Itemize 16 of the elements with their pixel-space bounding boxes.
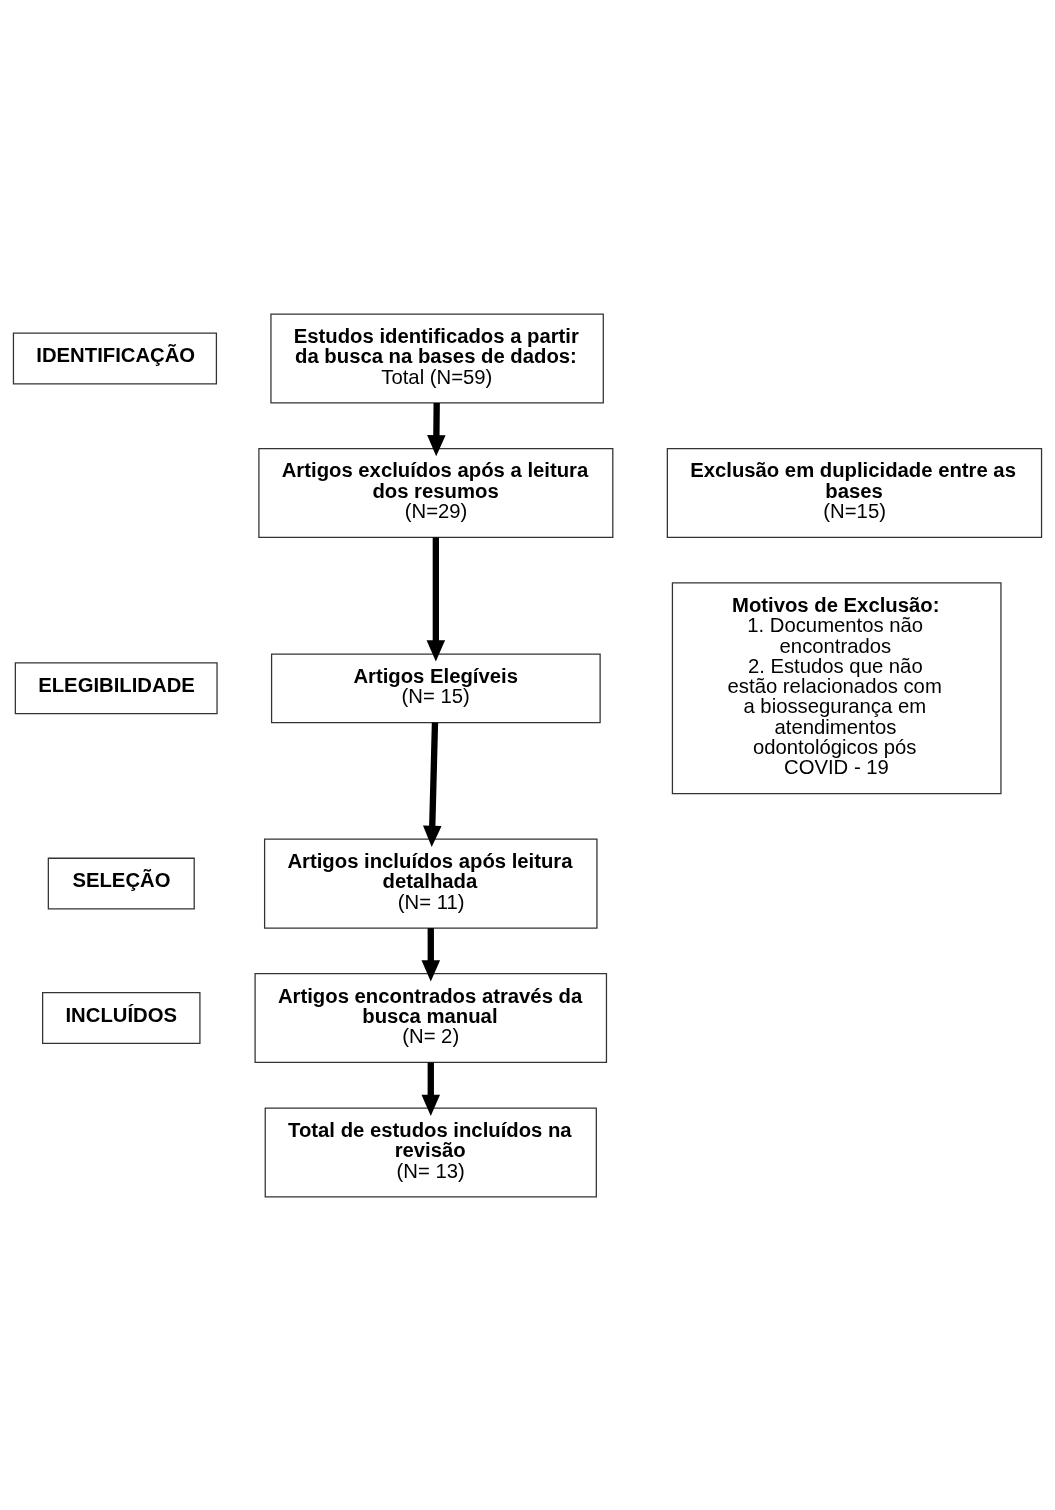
node-box: Exclusão em duplicidade entre as bases (N=15)	[666, 447, 1043, 538]
node-box: IDENTIFICAÇÃO	[12, 331, 218, 384]
node-box: Artigos incluídos após leitura detalhada (N= 11)	[263, 838, 598, 929]
node-box: Artigos Elegíveis (N= 15)	[270, 652, 601, 723]
node-box: Estudos identificados a partir da busca na bases de dados: Total (N=59)	[270, 312, 604, 403]
node-box: ELEGIBILIDADE	[14, 661, 218, 714]
node-box: INCLUÍDOS	[42, 991, 201, 1044]
arrow	[423, 722, 442, 847]
node-box: SELEÇÃO	[47, 857, 195, 910]
node-box: Motivos de Exclusão: 1. Documentos não encontrados 2. Estudos que não estão relacionados com a biossegurança em atendimentos odontológicos pós COVID - 19	[671, 581, 1002, 794]
node-box: Artigos encontrados através da busca manual (N= 2)	[254, 972, 608, 1063]
arrow	[427, 402, 446, 456]
arrow	[426, 536, 446, 661]
node-box: Total de estudos incluídos na revisão (N= 13)	[264, 1107, 597, 1198]
node-box: Artigos excluídos após a leitura dos resumos (N=29)	[258, 447, 614, 538]
arrow	[421, 927, 441, 981]
